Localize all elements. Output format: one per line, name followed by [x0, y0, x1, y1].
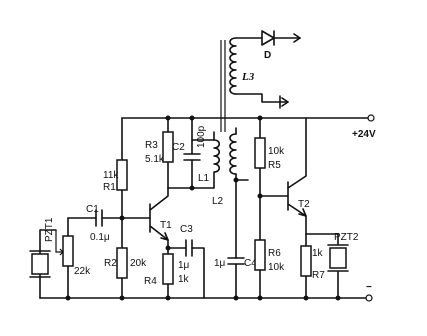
c2-plates — [183, 153, 201, 161]
pzt2-label: PZT2 — [334, 232, 359, 243]
d-label: D — [264, 50, 271, 61]
l3-out-arrow — [281, 97, 289, 107]
l2-label: L2 — [212, 196, 224, 207]
gnd-node-2 — [119, 295, 125, 301]
ground-label: − — [366, 282, 372, 293]
c3-value: 1μ — [178, 260, 190, 271]
r6-resistor — [254, 239, 266, 271]
r5-value: 10k — [268, 146, 285, 157]
gnd-node-6 — [303, 295, 309, 301]
l3-coil — [229, 37, 237, 95]
gnd-node-4 — [233, 295, 239, 301]
r6-label: R6 — [268, 248, 281, 259]
l2-wire — [235, 127, 249, 181]
r3-resistor — [162, 131, 174, 163]
core-line — [220, 40, 226, 132]
r6-value: 10k — [268, 262, 285, 273]
r2-value: 20k — [130, 258, 147, 269]
r1-resistor — [116, 159, 128, 191]
r5-resistor — [254, 137, 266, 169]
ground-terminal — [365, 294, 373, 302]
pzt2-wire — [305, 233, 339, 299]
r7-resistor — [300, 245, 312, 277]
emitter-node — [165, 245, 171, 251]
l1-label: L1 — [198, 173, 210, 184]
t1-emitter — [149, 225, 169, 241]
r4-resistor — [162, 253, 174, 285]
r3-label: R3 — [145, 140, 158, 151]
tank-top — [191, 117, 215, 141]
r7-label: R7 — [312, 270, 325, 281]
pzt2-crystal — [329, 247, 347, 269]
pot-wiper — [55, 230, 63, 253]
pot-value: 22k — [74, 266, 91, 277]
t1-label: T1 — [160, 220, 172, 231]
supply-label: +24V — [352, 129, 376, 140]
c1-plates — [95, 209, 103, 227]
l1-coil — [191, 139, 221, 189]
r1-value: 11k — [103, 170, 119, 181]
r2-resistor — [116, 247, 128, 279]
d-output-arrow — [293, 33, 301, 43]
r7-value: 1k — [312, 248, 324, 259]
pzt1-plates — [29, 250, 51, 278]
c4-plates — [227, 257, 245, 265]
r4-label: R4 — [144, 276, 157, 287]
t2-base-node — [257, 193, 263, 199]
collector-node — [189, 185, 195, 191]
gnd-node-1 — [65, 295, 71, 301]
r4-value: 1k — [178, 274, 190, 285]
t1-collector — [149, 187, 169, 211]
t2-emitter-arrow — [298, 208, 307, 217]
c1-value: 0.1μ — [90, 232, 110, 243]
pot-wiper-arrow — [59, 248, 64, 256]
l3-bottom-wire — [235, 93, 289, 103]
c4-value: 1μ — [214, 258, 226, 269]
t2-label: T2 — [298, 199, 310, 210]
rail-node-2 — [189, 115, 195, 121]
pot-22k — [62, 235, 74, 267]
pzt1-label: PZT1 — [44, 217, 55, 242]
r3-value: 5.1k — [145, 154, 165, 165]
base-node — [119, 215, 125, 221]
c3-wire — [167, 247, 205, 299]
rail-node-1 — [165, 115, 171, 121]
pzt2-plates — [327, 244, 349, 272]
t2-collector — [287, 117, 307, 189]
c1-label: C1 — [86, 204, 99, 215]
c3-label: C3 — [180, 224, 193, 235]
r1-label: R1 — [103, 182, 116, 193]
c3-plates — [185, 239, 193, 257]
l3-label: L3 — [241, 71, 255, 83]
rail-node-3 — [257, 115, 263, 121]
c4-label: C4 — [244, 258, 257, 269]
gnd-node-3 — [165, 295, 171, 301]
diode-d — [261, 30, 275, 46]
supply-terminal — [367, 114, 375, 122]
r5-label: R5 — [268, 160, 281, 171]
c2-label: C2 — [172, 142, 185, 153]
c2-value: 100p — [196, 125, 207, 148]
l2-coil — [229, 133, 237, 175]
gnd-node-7 — [335, 295, 341, 301]
pzt1-crystal — [31, 253, 49, 275]
gnd-node-5 — [257, 295, 263, 301]
r2-label: R2 — [104, 258, 117, 269]
